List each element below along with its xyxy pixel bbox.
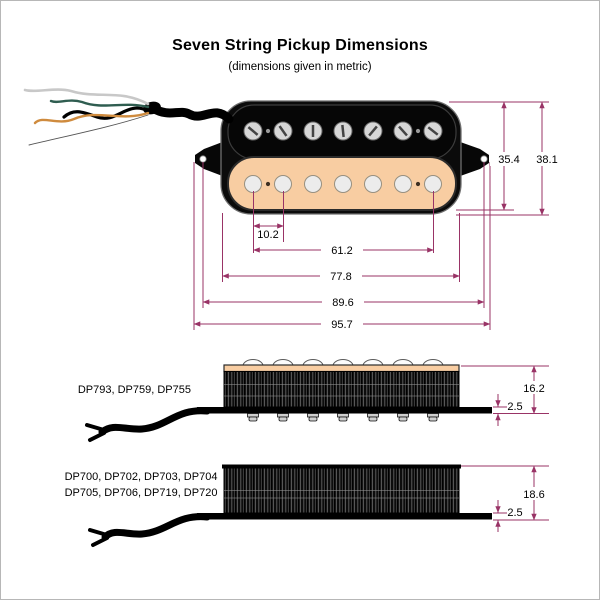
dim-label-total-width: 95.7 [331,319,352,331]
mount-hole-left [199,155,207,163]
dim-label-pole-span: 61.2 [331,245,352,257]
bobbin-screw-dot [265,181,271,187]
dim-label-height: 16.2 [523,383,544,395]
bobbin-top-strip [223,364,460,373]
coil-body [223,371,460,408]
page-title: Seven String Pickup Dimensions [172,37,428,54]
bobbin-screw-dot [265,128,271,134]
wire-orange [33,111,150,125]
side-view-closed-top: DP700, DP702, DP703, DP704 DP705, DP706,… [65,464,553,547]
bobbin-screw-dot [415,128,421,134]
page-subtitle: (dimensions given in metric) [228,61,372,73]
side-view-1-models: DP793, DP759, DP755 [78,384,191,396]
cable-fork [88,528,109,547]
bobbin-top-cap [222,464,461,469]
side-view-f-spaced: DP793, DP759, DP755 16.2 2.5 [78,359,553,442]
cable-fork [85,423,106,442]
lead-wires [23,88,234,146]
top-view-dimensions: 10.2 61.2 77.8 89.6 95.7 35.4 38.1 [193,101,566,331]
side-view-2-models-line1: DP700, DP702, DP703, DP704 [65,471,218,483]
pole-slugs-row [244,175,442,193]
dim-label-mount-hole-span: 89.6 [332,297,353,309]
lead-cable [98,407,211,436]
dim-label-overall-height: 38.1 [536,154,557,166]
baseplate [197,407,492,414]
wire-green [49,99,150,109]
side-view-2-models-line2: DP705, DP706, DP719, DP720 [65,487,218,499]
lead-cable [148,103,234,124]
dim-label-body-width: 77.8 [330,271,351,283]
side-view-2-dimensions: 18.6 2.5 [461,465,553,532]
lead-cable [101,513,211,541]
pole-screw-bottoms [247,413,439,422]
dim-label-height: 18.6 [523,489,544,501]
pole-screw-slots [247,124,439,138]
baseplate [197,513,492,520]
bobbin-screw-dot [415,181,421,187]
dim-label-bobbin-height: 35.4 [498,154,519,166]
wire-black [62,106,150,120]
pickup-top-view [23,88,489,215]
wire-white [23,88,150,106]
mount-hole-right [480,155,488,163]
wire-bare [28,114,149,146]
dim-label-base-thickness: 2.5 [507,401,522,413]
dim-label-base-thickness: 2.5 [507,507,522,519]
dim-label-pole-spacing: 10.2 [257,229,278,241]
side-view-1-dimensions: 16.2 2.5 [461,365,553,426]
